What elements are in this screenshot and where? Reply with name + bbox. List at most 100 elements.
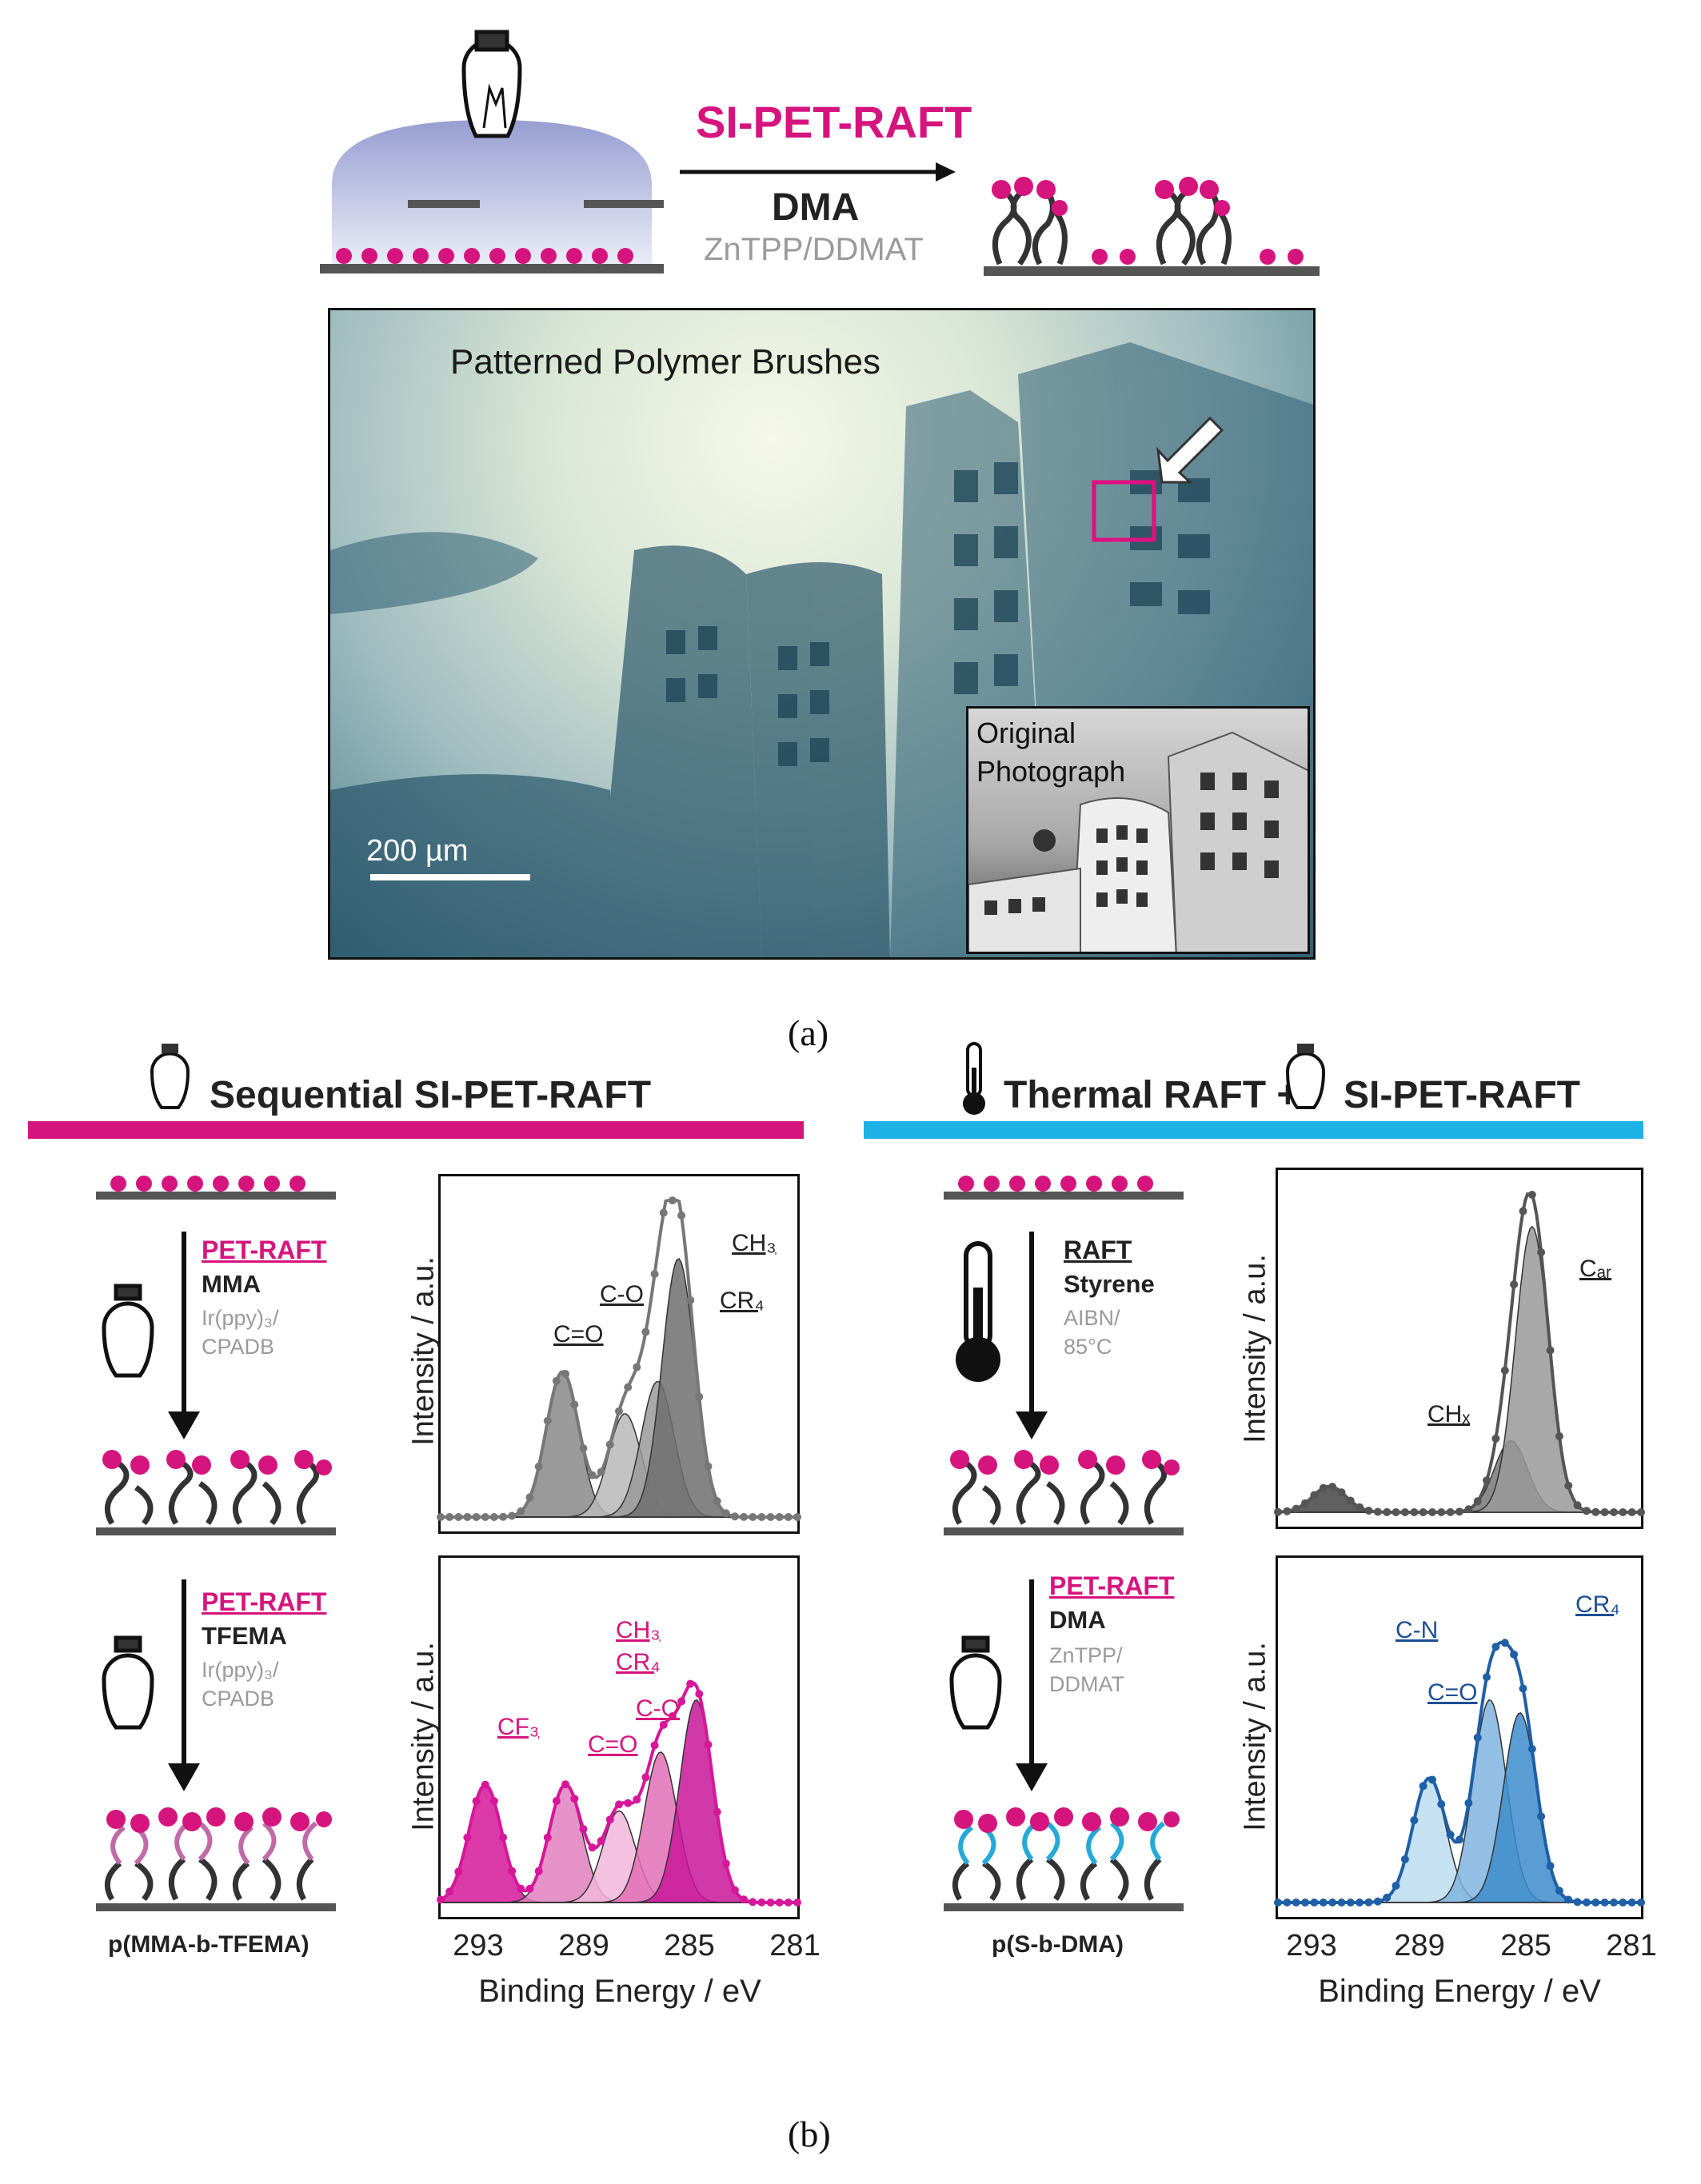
xps-data-point [1373,1507,1382,1516]
xps-peak-C-N [1278,1699,1641,1903]
xtick-left-293: 293 [453,1929,504,1962]
xps-data-point [517,1507,525,1515]
xps-data-point [1637,1508,1645,1516]
scale-bar-label: 200 µm [366,834,469,868]
xps-data-point [1473,1733,1482,1742]
xps-data-point [525,1493,534,1502]
xps-data-point [775,1899,784,1907]
left-step1-cat2: CPADB [202,1335,275,1359]
xps-data-point [793,1513,801,1521]
left-step2-method: PET-RAFT [202,1587,327,1616]
xps-envelope [1277,1192,1641,1514]
thermometer-icon [963,1042,985,1115]
inset-caption-line2: Photograph [976,755,1126,788]
xps-data-point [1455,1507,1463,1516]
xps-data-point [1392,1882,1400,1890]
lightbulb-icon [150,1044,190,1109]
xps-data-point [1564,1895,1573,1904]
xps-data-point [1555,1432,1563,1440]
xps-data-point [1437,1508,1446,1516]
left-scheme-graphics [96,1176,336,1911]
xps-data-point [1373,1897,1382,1906]
peak-label-ps-chx: CHₓ [1427,1401,1471,1427]
xps-data-point [588,1471,597,1479]
xps-data-point [1283,1899,1292,1907]
xps-data-point [463,1833,472,1842]
xps-data-point [1383,1507,1392,1516]
xps-data-point [775,1513,784,1521]
xps-data-point [552,1797,561,1805]
left-step2-cat1: Ir(ppy)₃/ [202,1658,279,1682]
xps-data-point [1582,1898,1591,1907]
inset-caption-line1: Original [976,717,1076,749]
ylabel-left-bottom: Intensity / a.u. [406,1642,441,1831]
xps-data-point [793,1899,801,1907]
xps-data-point [1610,1899,1618,1907]
xps-data-point [1292,1504,1300,1513]
xps-data-point [1446,1507,1455,1516]
xps-data-point [695,1392,704,1401]
xps-data-point [1500,1366,1509,1375]
plot-frame-left-bottom [438,1555,800,1919]
reaction-title: SI-PET-RAFT [696,97,972,147]
xps-data-point [650,1741,659,1750]
xps-data-point [499,1833,508,1842]
xps-data-point [659,1720,668,1729]
xps-data-point [784,1513,793,1521]
xps-data-point [579,1825,588,1834]
xps-data-point [1591,1899,1600,1907]
peak-label-ptfema-cf3: CF₃ [497,1714,540,1740]
xps-data-point [1400,1508,1409,1516]
xps-data-point [1573,1501,1582,1510]
peak-label-pmma-cr4: CR₄ [720,1288,765,1314]
left-step2-cat2: CPADB [202,1687,275,1711]
right-header-part2: SI-PET-RAFT [1344,1074,1580,1116]
xps-data-point [1500,1639,1509,1647]
xps-data-point [1292,1899,1300,1907]
xps-data-point [1555,1887,1563,1895]
xps-data-point [633,1363,641,1371]
xps-data-point [1364,1898,1373,1907]
plot-frame-right-bottom [1276,1555,1643,1919]
xps-data-point [597,1467,605,1476]
xps-data-point [552,1376,561,1385]
xtick-right-281: 281 [1606,1929,1657,1962]
xps-data-point [454,1513,463,1521]
xps-chart-left-top [437,1196,801,1521]
xps-data-point [1446,1831,1455,1839]
xps-data-point [1610,1508,1618,1516]
xps-data-point [1428,1775,1436,1784]
xps-data-point [1582,1507,1591,1515]
xps-data-point [481,1513,489,1521]
xps-data-point [730,1512,739,1521]
ylabel-right-top: Intensity / a.u. [1238,1254,1272,1443]
xps-data-point [445,1887,454,1896]
xps-peak-C-O [441,1413,797,1518]
xps-data-point [704,1462,713,1471]
xps-data-point [489,1513,498,1521]
xps-data-point [615,1407,623,1415]
xps-data-point [766,1513,775,1521]
xps-data-point [445,1513,454,1521]
xps-chart-left-bottom [437,1679,801,1907]
xps-data-point [1546,1346,1555,1355]
xps-data-point [686,1679,695,1688]
xps-data-point [1564,1481,1573,1490]
right-step1-monomer: Styrene [1064,1270,1155,1298]
left-header: Sequential SI-PET-RAFT [210,1074,652,1116]
xps-data-point [704,1740,713,1749]
xps-data-point [1346,1496,1355,1505]
xps-data-point [508,1511,517,1520]
panel-a-label: (a) [788,1012,829,1053]
xps-data-point [740,1512,749,1521]
xps-data-point [749,1513,757,1521]
xps-data-point [730,1886,739,1895]
xps-data-point [472,1797,481,1806]
scale-bar [370,874,530,880]
xps-data-point [1546,1862,1555,1871]
xps-data-point [1519,1207,1527,1216]
xps-data-point [1573,1898,1582,1907]
xlabel-left: Binding Energy / eV [478,1974,761,2009]
xtick-right-289: 289 [1394,1929,1445,1962]
